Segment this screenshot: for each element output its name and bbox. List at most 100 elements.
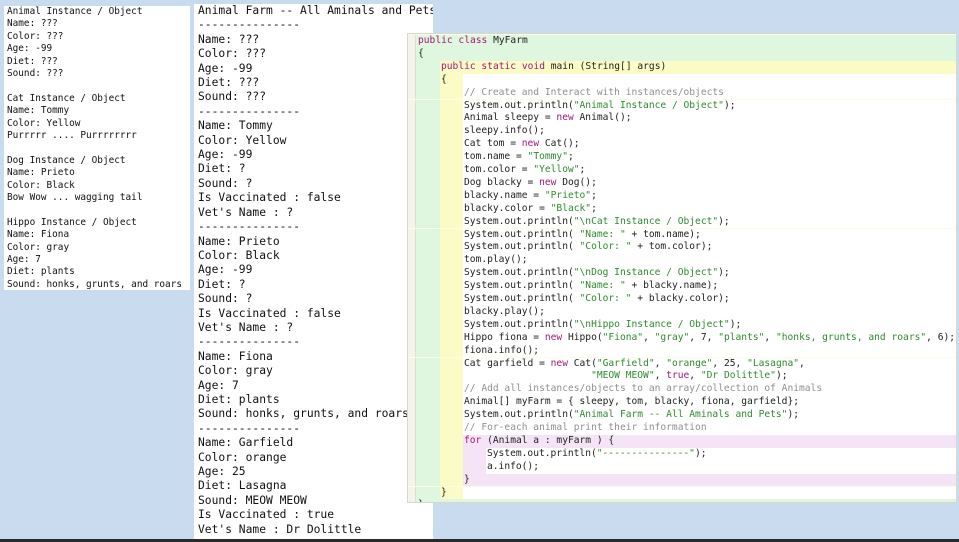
string-token: "Yellow" bbox=[533, 164, 580, 175]
console-line: Sound: ? bbox=[198, 292, 253, 306]
code-line[interactable]: { bbox=[408, 73, 956, 87]
console-line: Color: gray bbox=[7, 241, 70, 253]
string-token: "Prieto" bbox=[544, 189, 592, 201]
code-line[interactable]: Animal[] myFarm = { sleepy, tom, blacky,… bbox=[408, 396, 956, 410]
line-number-gutter bbox=[408, 138, 416, 152]
code-token: , 6); bbox=[926, 331, 956, 343]
code-line[interactable]: Dog blacky = new Dog(); bbox=[408, 176, 956, 190]
code-text: sleepy.info(); bbox=[416, 125, 956, 139]
code-line[interactable]: System.out.println("Animal Farm -- All A… bbox=[408, 409, 956, 422]
code-line[interactable]: System.out.println("Animal Instance / Ob… bbox=[408, 99, 956, 113]
console-line: Cat Instance / Object bbox=[7, 92, 126, 104]
code-line[interactable]: System.out.println( "Name: " + blacky.na… bbox=[408, 280, 956, 293]
code-line[interactable]: fiona.info(); bbox=[408, 344, 956, 358]
code-line[interactable]: System.out.println("\nHippo Instance / O… bbox=[408, 318, 956, 332]
code-line[interactable]: Animal sleepy = new Animal(); bbox=[408, 112, 956, 126]
line-number-gutter bbox=[408, 447, 416, 461]
code-line[interactable]: tom.name = "Tommy"; bbox=[408, 151, 956, 164]
code-line[interactable]: } bbox=[408, 499, 956, 502]
console-line: Name: Fiona bbox=[198, 349, 273, 363]
console-line bbox=[4, 80, 190, 92]
string-token: "Dr Dolittle" bbox=[700, 370, 776, 382]
console-line: Diet: plants bbox=[198, 392, 280, 406]
line-number-gutter bbox=[408, 357, 416, 371]
keyword-token: new bbox=[539, 176, 557, 188]
code-line[interactable]: System.out.println("---------------"); bbox=[408, 447, 956, 461]
console-line: Age: -99 bbox=[7, 43, 53, 55]
console-line: Color: Black bbox=[7, 179, 75, 191]
line-number-gutter bbox=[408, 164, 416, 177]
code-line[interactable]: a.info(); bbox=[408, 460, 956, 474]
console-line: Sound: ??? bbox=[7, 68, 64, 80]
console-line: Color: ??? bbox=[198, 47, 267, 61]
code-line[interactable]: System.out.println( "Color: " + tom.colo… bbox=[408, 241, 956, 255]
code-line[interactable]: System.out.println("\nCat Instance / Obj… bbox=[408, 215, 956, 229]
console-line: Name: Prieto bbox=[198, 234, 280, 248]
string-token: "Animal Instance / Object" bbox=[573, 99, 724, 111]
code-line[interactable]: public static void main (String[] args) bbox=[408, 60, 956, 74]
line-number-gutter bbox=[408, 267, 416, 281]
code-line[interactable]: } bbox=[408, 486, 956, 500]
code-line[interactable]: Cat tom = new Cat(); bbox=[408, 138, 956, 152]
code-token: (Animal a : myFarm ) { bbox=[481, 434, 615, 446]
line-number-gutter bbox=[408, 499, 416, 502]
string-token: "Name: " bbox=[579, 228, 626, 240]
code-line[interactable]: public class MyFarm bbox=[408, 35, 956, 48]
line-number-gutter bbox=[408, 189, 416, 203]
line-number-gutter bbox=[408, 486, 416, 500]
code-text: // Add all instances/objects to an array… bbox=[416, 383, 956, 397]
code-token: Cat tom = bbox=[464, 138, 522, 150]
code-line[interactable]: blacky.play(); bbox=[408, 305, 956, 319]
code-line[interactable]: Hippo fiona = new Hippo("Fiona", "gray",… bbox=[408, 331, 956, 345]
console-line: Animal Instance / Object bbox=[7, 6, 143, 17]
code-token: Cat(); bbox=[539, 138, 580, 150]
code-text: System.out.println( "Color: " + blacky.c… bbox=[416, 293, 956, 306]
code-line[interactable]: blacky.name = "Prieto"; bbox=[408, 189, 956, 203]
code-line[interactable]: } bbox=[408, 473, 956, 487]
code-text: { bbox=[416, 47, 956, 61]
code-token: Cat( bbox=[567, 357, 597, 369]
keyword-token: for bbox=[464, 434, 482, 446]
code-token: { bbox=[418, 47, 424, 59]
code-line[interactable]: // Add all instances/objects to an array… bbox=[408, 383, 956, 397]
code-line[interactable]: System.out.println( "Name: " + tom.name)… bbox=[408, 228, 956, 242]
code-line[interactable]: System.out.println( "Color: " + blacky.c… bbox=[408, 293, 956, 306]
console-line: Color: ??? bbox=[7, 30, 64, 42]
console-line: Age: 7 bbox=[198, 378, 239, 392]
string-token: "---------------" bbox=[596, 447, 695, 459]
code-line[interactable]: sleepy.info(); bbox=[408, 125, 956, 139]
code-line[interactable]: tom.color = "Yellow"; bbox=[408, 164, 956, 177]
code-text: System.out.println("\nDog Instance / Obj… bbox=[416, 267, 956, 281]
code-line[interactable]: Cat garfield = new Cat("Garfield", "oran… bbox=[408, 357, 956, 371]
code-token: System.out.println( bbox=[464, 280, 580, 292]
code-text: System.out.println("---------------"); bbox=[416, 447, 956, 461]
console-line: Vet's Name : ? bbox=[198, 320, 294, 334]
code-line[interactable]: System.out.println("\nDog Instance / Obj… bbox=[408, 267, 956, 281]
code-token: System.out.println( bbox=[464, 228, 580, 240]
code-editor[interactable]: public class MyFarm{public static void m… bbox=[407, 33, 957, 503]
code-token: , bbox=[799, 357, 805, 369]
code-line[interactable]: // Create and Interact with instances/ob… bbox=[408, 86, 956, 100]
code-line[interactable]: for (Animal a : myFarm ) { bbox=[408, 434, 956, 448]
code-line[interactable]: { bbox=[408, 47, 956, 61]
console-line: Purrrrr .... Purrrrrrrr bbox=[7, 130, 137, 142]
console-line: Vet's Name : ? bbox=[198, 205, 294, 219]
line-number-gutter bbox=[408, 254, 416, 268]
console-line: Sound: ??? bbox=[198, 90, 267, 104]
code-token: tom.color = bbox=[464, 164, 534, 175]
line-number-gutter bbox=[408, 60, 416, 74]
code-line[interactable]: "MEOW MEOW", true, "Dr Dolittle"); bbox=[408, 370, 956, 384]
code-token: MyFarm bbox=[487, 35, 528, 46]
keyword-token: public static void bbox=[441, 60, 545, 72]
code-text: } bbox=[416, 486, 956, 500]
console-line: Sound: ? bbox=[198, 176, 253, 190]
code-token: + tom.color); bbox=[631, 241, 713, 253]
code-line[interactable]: blacky.color = "Black"; bbox=[408, 202, 956, 216]
string-token: "gray" bbox=[654, 331, 690, 343]
console-line: Color: Yellow bbox=[7, 117, 81, 129]
string-token: "\nDog Instance / Object" bbox=[573, 267, 719, 279]
code-line[interactable]: tom.play(); bbox=[408, 254, 956, 268]
console-line: Is Vaccinated : false bbox=[198, 191, 341, 205]
code-line[interactable]: // For-each animal print their informati… bbox=[408, 422, 956, 435]
line-number-gutter bbox=[408, 434, 416, 448]
